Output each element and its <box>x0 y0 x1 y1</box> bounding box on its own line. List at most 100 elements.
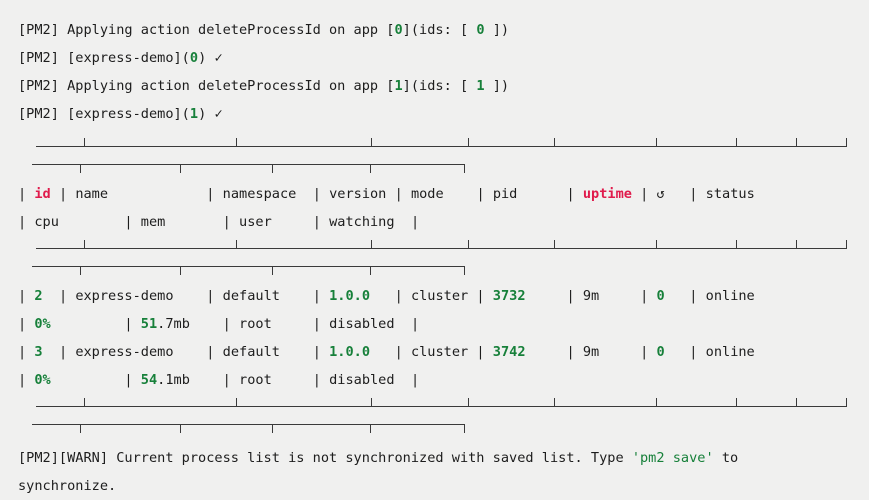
table-row[interactable]: | 3 | express-demo | default | 1.0.0 | c… <box>18 338 869 366</box>
header-cell-3: version <box>329 186 387 202</box>
cell-divider: | <box>689 344 706 360</box>
cell-pad <box>43 288 59 304</box>
log-output: [PM2] Applying action deleteProcessId on… <box>18 16 869 128</box>
row-0-cell-6: 9m <box>582 288 600 304</box>
cell-pad <box>386 186 394 202</box>
cell-pad <box>370 288 395 304</box>
cell-pad <box>665 288 690 304</box>
header-sub-cell-3: watching <box>329 214 395 230</box>
cell-divider: | <box>58 344 76 360</box>
row-0-cell-3: 1.0.0 <box>329 288 370 304</box>
cell-divider: | <box>124 372 141 388</box>
text-segment: ]) <box>484 78 510 94</box>
cell-divider: | <box>58 186 76 202</box>
cell-divider: | <box>640 344 657 360</box>
rule-tick <box>80 164 81 173</box>
cell-divider: | <box>18 214 35 230</box>
row-0-sub-3: disabled <box>329 316 395 332</box>
cell-divider: | <box>312 344 330 360</box>
row-0-cell-8: online <box>705 288 755 304</box>
rule-line <box>36 146 847 147</box>
rule-tick <box>370 266 371 275</box>
rule-tick <box>846 398 847 407</box>
rule-tick <box>371 138 372 147</box>
process-table: | id | name | namespace | version | mode… <box>18 134 869 440</box>
text-segment: to <box>713 450 739 466</box>
cell-pad <box>43 344 59 360</box>
cell-divider: | <box>566 344 583 360</box>
text-segment: 0 <box>189 50 199 66</box>
cell-pad <box>108 186 206 202</box>
cell-divider: | <box>476 186 493 202</box>
cell-divider: | <box>394 344 411 360</box>
row-1-sub-1-unit: .1mb <box>157 372 223 388</box>
row-1-sub-2: root <box>239 372 272 388</box>
rule-tick <box>180 266 181 275</box>
cell-pad <box>632 186 640 202</box>
table-rule-narrow-mid <box>32 254 465 282</box>
row-0-cell-5: 3732 <box>492 288 526 304</box>
row-1-cell-6: 9m <box>582 344 600 360</box>
table-row-secondary[interactable]: | 0% | 51.7mb | root | disabled | <box>18 310 869 338</box>
cell-pad <box>665 344 690 360</box>
rule-line <box>32 164 464 165</box>
cell-divider: | <box>394 288 411 304</box>
rule-tick <box>370 424 371 433</box>
table-bottom-border <box>18 394 869 440</box>
cell-pad <box>517 186 566 202</box>
table-rule-wide-top <box>36 134 847 162</box>
warning-line-2: synchronize. <box>18 478 117 494</box>
text-segment: 1 <box>394 78 403 94</box>
row-1-sub-0: 0% <box>34 372 51 388</box>
cell-divider: | <box>566 186 583 202</box>
text-segment: [PM2] Applying action deleteProcessId on… <box>18 22 395 38</box>
cell-divider: | <box>689 288 706 304</box>
text-segment: 0 <box>476 22 485 38</box>
cell-pad <box>755 344 771 360</box>
header-cell-7: ↺ <box>656 186 665 202</box>
row-1-cell-0: 3 <box>34 344 43 360</box>
text-segment: [PM2] [express-demo]( <box>18 50 190 66</box>
table-rule-wide-bottom <box>36 394 847 422</box>
cell-divider: | <box>222 214 240 230</box>
text-segment: ]) <box>484 22 510 38</box>
text-segment: 1 <box>189 106 199 122</box>
rule-tick <box>656 138 657 147</box>
row-1-sub-3: disabled <box>329 372 395 388</box>
cell-divider: | <box>312 288 330 304</box>
row-0-cell-4: cluster <box>410 288 469 304</box>
table-row-secondary[interactable]: | 0% | 54.1mb | root | disabled | <box>18 366 869 394</box>
row-1-cell-8: online <box>705 344 755 360</box>
rule-tick <box>80 424 81 433</box>
row-0-cell-0: 2 <box>34 288 43 304</box>
rule-tick <box>370 164 371 173</box>
rule-tick <box>180 164 181 173</box>
row-1-cell-3: 1.0.0 <box>329 344 370 360</box>
cell-divider: | <box>566 288 583 304</box>
cell-pad <box>280 344 313 360</box>
cell-divider: | <box>222 372 240 388</box>
rule-tick <box>464 164 465 173</box>
rule-tick <box>236 138 237 147</box>
rule-tick <box>736 398 737 407</box>
table-top-border <box>18 134 869 180</box>
rule-tick <box>80 266 81 275</box>
log-stopped-1: [PM2] [express-demo](1) ✓ <box>18 100 869 128</box>
rule-tick <box>371 240 372 249</box>
cell-divider: | <box>18 372 35 388</box>
table-row[interactable]: | 2 | express-demo | default | 1.0.0 | c… <box>18 282 869 310</box>
text-segment: [PM2][WARN] Current process list is not … <box>18 450 632 466</box>
table-header-primary: | id | name | namespace | version | mode… <box>18 180 869 208</box>
cell-divider: | <box>18 288 35 304</box>
rule-tick <box>464 266 465 275</box>
rule-line <box>32 424 464 425</box>
rule-tick <box>468 240 469 249</box>
rule-tick <box>846 240 847 249</box>
cell-pad <box>272 316 313 332</box>
cell-pad <box>599 344 640 360</box>
text-segment: [PM2] [express-demo]( <box>18 106 190 122</box>
header-cell-8: status <box>705 186 755 202</box>
log-stopped-0: [PM2] [express-demo](0) ✓ <box>18 44 869 72</box>
row-0-cell-7: 0 <box>656 288 665 304</box>
cell-divider: | <box>206 288 223 304</box>
